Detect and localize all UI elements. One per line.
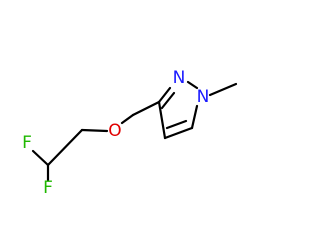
fluorine-atom-bottom: F xyxy=(43,178,53,198)
bond-o-ch2-linker xyxy=(120,113,135,125)
bond-c3-n2 xyxy=(157,86,172,104)
nitrogen-atom-n1: N xyxy=(197,87,210,107)
molecule-structure: F F O N N xyxy=(22,68,238,198)
bond-c5-c4 xyxy=(163,126,194,140)
bond-linker-c3 xyxy=(131,100,161,117)
oxygen-atom: O xyxy=(108,121,121,141)
atom-label-layer: F F O N N xyxy=(22,68,209,198)
bond-n2-n1 xyxy=(186,80,199,90)
bond-c3-n2-double xyxy=(160,91,176,110)
fluorine-atom-top: F xyxy=(22,133,32,153)
bond-c4-c3 xyxy=(157,100,167,140)
bond-layer xyxy=(31,80,238,182)
bond-n1-c5 xyxy=(190,104,199,130)
nitrogen-atom-n2: N xyxy=(173,68,186,88)
bond-ch2-o xyxy=(80,128,109,133)
bond-c-ch2 xyxy=(46,128,84,167)
bond-f1-c xyxy=(31,149,50,167)
bond-c5-c4-double xyxy=(165,119,188,130)
bond-n1-methyl xyxy=(208,82,238,97)
